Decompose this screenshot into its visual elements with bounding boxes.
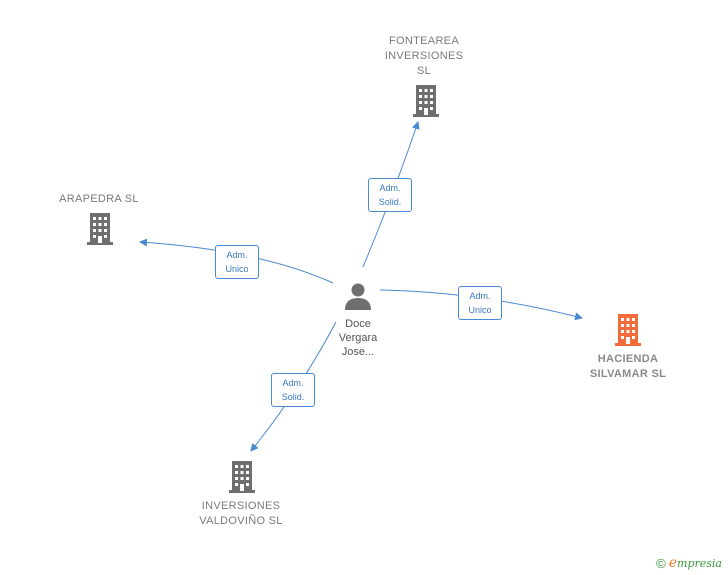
copyright-symbol: © — [656, 555, 666, 571]
building-icon[interactable] — [410, 84, 442, 118]
brand-footer[interactable]: © empresia — [656, 555, 722, 571]
edge-badge-valdovino: Adm. Solid. — [271, 373, 315, 407]
edge-badge-arapedra: Adm. Unico — [215, 245, 259, 279]
brand-logo: empresia — [668, 555, 722, 571]
building-icon[interactable] — [84, 212, 116, 246]
building-icon[interactable] — [612, 313, 644, 347]
company-label-arapedra[interactable]: ARAPEDRA SL — [59, 193, 139, 205]
edge-badge-hacienda: Adm. Unico — [458, 286, 502, 320]
company-label-fontearea[interactable]: FONTEAREA INVERSIONES SL — [384, 35, 464, 77]
building-icon[interactable] — [226, 460, 258, 494]
person-label[interactable]: Doce Vergara Jose... — [338, 318, 378, 358]
edge-badge-fontearea: Adm. Solid. — [368, 178, 412, 212]
company-label-hacienda[interactable]: HACIENDA SILVAMAR SL — [589, 353, 667, 380]
person-icon[interactable] — [343, 281, 373, 311]
company-label-valdovino[interactable]: INVERSIONES VALDOVIÑO SL — [199, 500, 283, 527]
